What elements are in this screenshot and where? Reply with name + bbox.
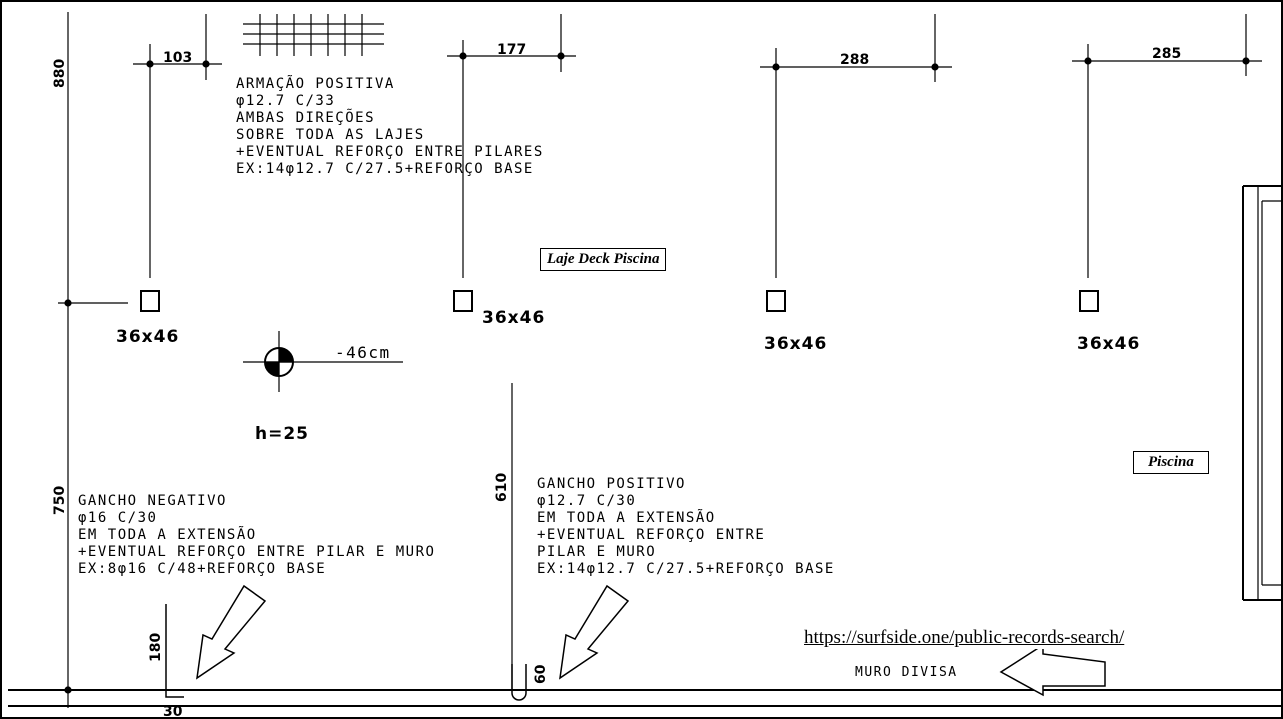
svg-text:GANCHO NEGATIVO: GANCHO NEGATIVO — [78, 493, 227, 509]
level-value: -46cm — [335, 343, 391, 362]
dim-30-label: 30 — [163, 704, 183, 719]
svg-text:GANCHO POSITIVO: GANCHO POSITIVO — [537, 476, 686, 492]
column-label-1: 36x46 — [116, 327, 179, 347]
svg-text:+EVENTUAL REFORÇO ENTRE PILAR: +EVENTUAL REFORÇO ENTRE PILAR E MURO — [78, 544, 435, 560]
arrow-positive-hook-icon — [559, 584, 630, 680]
svg-text:φ12.7 C/33: φ12.7 C/33 — [236, 93, 335, 109]
column-label-2: 36x46 — [482, 308, 545, 328]
dim-285: 285 — [1152, 46, 1181, 62]
negative-hook — [165, 604, 184, 698]
source-link[interactable]: https://surfside.one/public-records-sear… — [801, 627, 1128, 649]
dim-103: 103 — [163, 50, 192, 66]
dim-60-label: 60 — [533, 664, 549, 684]
svg-text:AMBAS DIREÇÕES: AMBAS DIREÇÕES — [236, 109, 375, 126]
wall-label: MURO DIVISA — [855, 665, 958, 680]
column-3 — [766, 290, 786, 312]
column-label-4: 36x46 — [1077, 334, 1140, 354]
column-4 — [1079, 290, 1099, 312]
deck-label: Laje Deck Piscina — [540, 248, 667, 271]
column-2 — [453, 290, 473, 312]
note-gancho-negativo: GANCHO NEGATIVO φ16 C/30 EM TODA A EXTEN… — [78, 493, 435, 577]
svg-text:ARMAÇÃO POSITIVA: ARMAÇÃO POSITIVA — [236, 75, 395, 92]
rebar-mesh-icon — [243, 14, 384, 56]
pool-label: Piscina — [1133, 451, 1209, 474]
pool-edge — [1242, 185, 1283, 601]
svg-text:EM TODA A EXTENSÃO: EM TODA A EXTENSÃO — [537, 509, 716, 526]
dim-180-label: 180 — [148, 633, 164, 662]
level-marker-icon — [243, 331, 403, 392]
dim-288: 288 — [840, 52, 869, 68]
svg-text:EX:14φ12.7 C/27.5+REFORÇO BASE: EX:14φ12.7 C/27.5+REFORÇO BASE — [236, 161, 534, 177]
arrow-negative-hook-icon — [196, 584, 267, 680]
slab-thickness: h=25 — [255, 424, 309, 444]
svg-text:φ16 C/30: φ16 C/30 — [78, 510, 157, 526]
column-label-3: 36x46 — [764, 334, 827, 354]
svg-text:+EVENTUAL REFORÇO ENTRE: +EVENTUAL REFORÇO ENTRE — [537, 527, 765, 543]
svg-text:φ12.7 C/30: φ12.7 C/30 — [537, 493, 636, 509]
dim-750-label: 750 — [52, 486, 68, 515]
dim-880-label: 880 — [52, 59, 68, 88]
svg-text:EX:8φ16 C/48+REFORÇO BASE: EX:8φ16 C/48+REFORÇO BASE — [78, 561, 326, 577]
svg-text:SOBRE TODA AS LAJES: SOBRE TODA AS LAJES — [236, 127, 425, 143]
svg-text:+EVENTUAL REFORÇO ENTRE PILARE: +EVENTUAL REFORÇO ENTRE PILARES — [236, 144, 544, 160]
svg-text:PILAR E MURO: PILAR E MURO — [537, 544, 656, 560]
dim-177: 177 — [497, 42, 526, 58]
dim-610-label: 610 — [494, 473, 510, 502]
note-armacao-positiva: ARMAÇÃO POSITIVA φ12.7 C/33 AMBAS DIREÇÕ… — [236, 75, 544, 177]
svg-text:EM TODA A EXTENSÃO: EM TODA A EXTENSÃO — [78, 526, 257, 543]
positive-hook — [511, 664, 527, 701]
svg-text:EX:14φ12.7 C/27.5+REFORÇO BASE: EX:14φ12.7 C/27.5+REFORÇO BASE — [537, 561, 835, 577]
column-1 — [140, 290, 160, 312]
arrow-wall-icon — [999, 643, 1106, 697]
note-gancho-positivo: GANCHO POSITIVO φ12.7 C/30 EM TODA A EXT… — [537, 476, 835, 577]
